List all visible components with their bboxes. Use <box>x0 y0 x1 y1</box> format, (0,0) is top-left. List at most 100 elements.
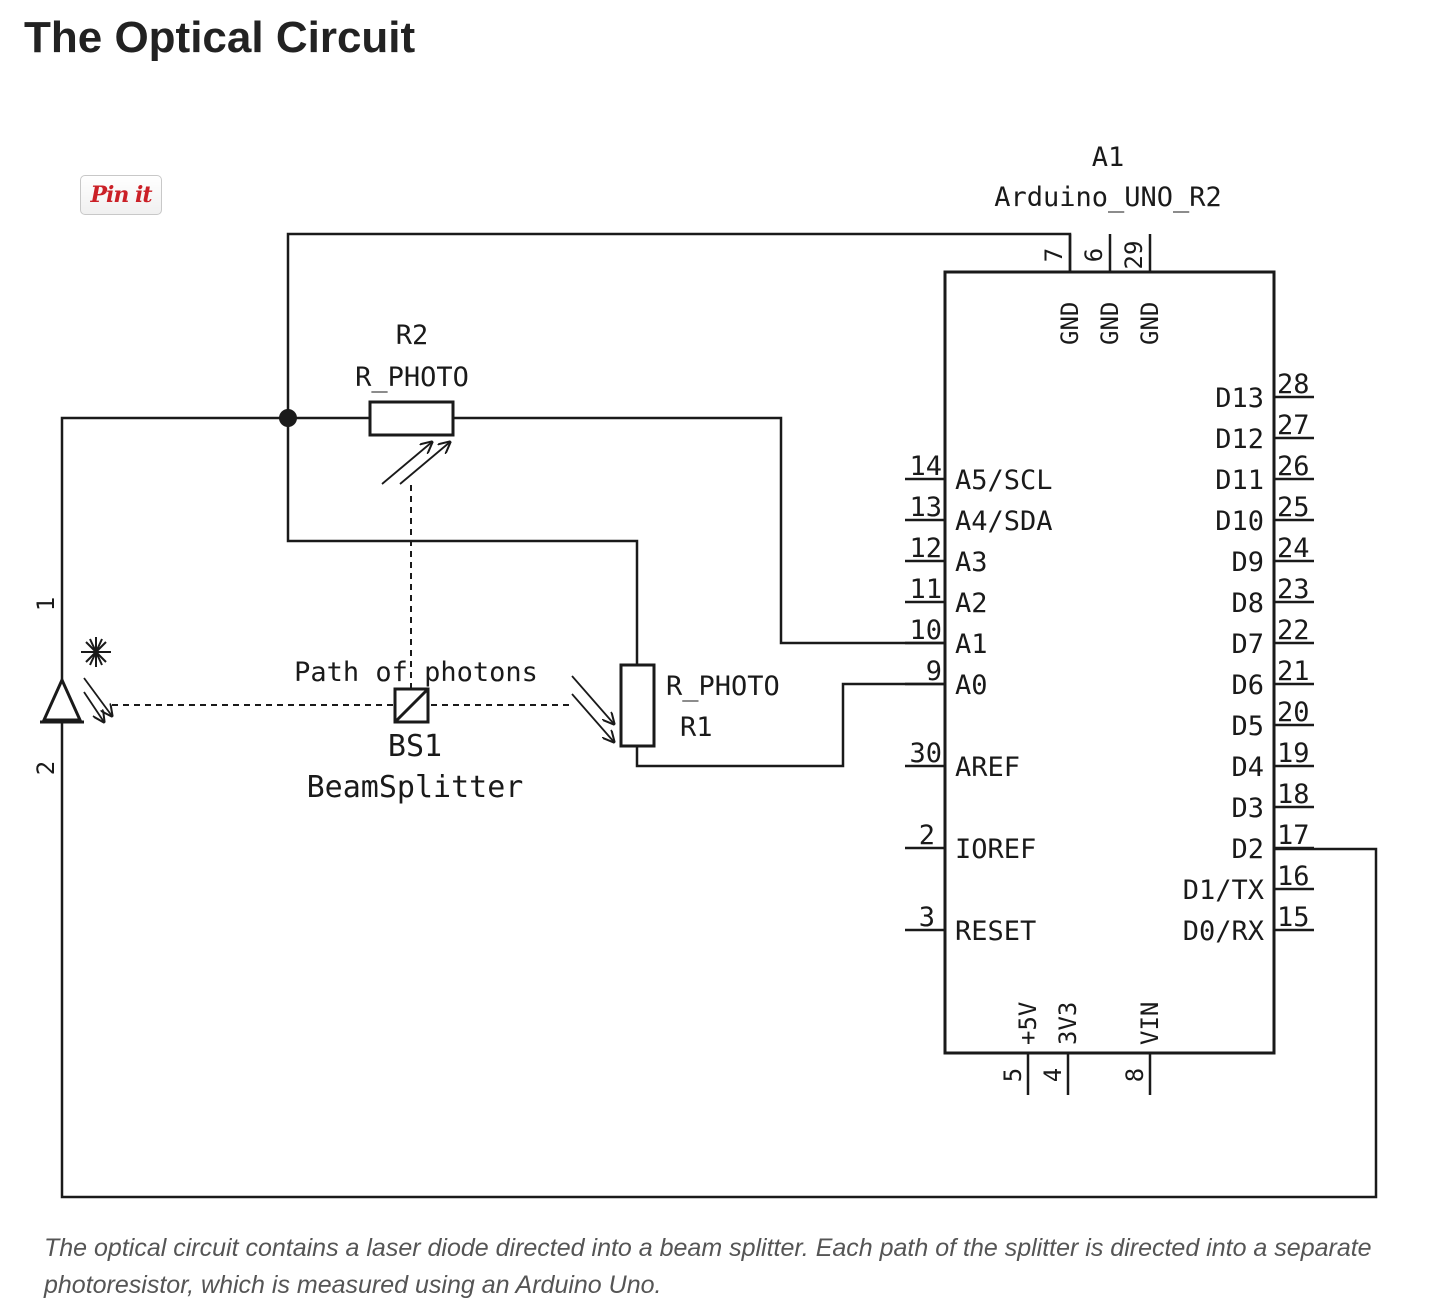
photoresistor-r2: R2 R_PHOTO <box>355 320 469 485</box>
pin-number-4: 4 <box>1039 1068 1067 1082</box>
laser-emission-icon <box>81 637 111 667</box>
r1-value-label: R_PHOTO <box>666 671 780 702</box>
pin-name-gnd-3: GND <box>1136 302 1164 345</box>
pin-number-30: 30 <box>909 738 942 769</box>
pin-it-button[interactable]: Pin it <box>80 175 162 215</box>
wire-d2-to-laser <box>60 722 1378 1199</box>
pin-number-23: 23 <box>1277 574 1310 605</box>
arduino-right-pins: 28 27 26 25 24 23 22 21 20 19 18 17 16 1… <box>1183 369 1314 947</box>
pin-number-8: 8 <box>1121 1068 1149 1082</box>
pin-number-29: 29 <box>1120 241 1148 270</box>
pin-number-16: 16 <box>1277 861 1310 892</box>
laser-diode-triangle <box>41 676 83 722</box>
laser-pin-1-label: 1 <box>32 597 60 611</box>
pin-name-d11: D11 <box>1215 465 1264 496</box>
pin-number-11: 11 <box>909 574 942 605</box>
photon-path-label: Path of photons <box>294 657 538 688</box>
pin-number-10: 10 <box>909 615 942 646</box>
pin-name-d1-tx: D1/TX <box>1183 875 1264 906</box>
pin-number-7: 7 <box>1040 248 1068 262</box>
arduino-uno: A1 Arduino_UNO_R2 7 6 29 GND GND GND <box>905 142 1314 1095</box>
page-title: The Optical Circuit <box>24 13 416 62</box>
arduino-bottom-pins: 5 4 8 +5V 3V3 VIN <box>999 1002 1164 1095</box>
pin-name-a1: A1 <box>955 629 988 660</box>
pin-name-d0-rx: D0/RX <box>1183 916 1264 947</box>
photoresistor-r1: R_PHOTO R1 <box>571 663 780 748</box>
beam-splitter-bs1: BS1 BeamSplitter <box>307 687 523 805</box>
pin-name-3v3: 3V3 <box>1054 1002 1082 1045</box>
pin-number-15: 15 <box>1277 902 1310 933</box>
pin-number-24: 24 <box>1277 533 1310 564</box>
pin-name-d10: D10 <box>1215 506 1264 537</box>
pin-name-reset: RESET <box>955 916 1036 947</box>
pin-number-17: 17 <box>1277 820 1310 851</box>
r2-light-arrow <box>399 442 450 485</box>
pin-number-14: 14 <box>909 451 942 482</box>
laser-diode: 1 2 <box>32 597 112 775</box>
pin-name-d12: D12 <box>1215 424 1264 455</box>
figure-caption: The optical circuit contains a laser dio… <box>44 1234 1372 1299</box>
pin-number-21: 21 <box>1277 656 1310 687</box>
pin-name-gnd-1: GND <box>1056 302 1084 345</box>
pin-name-ioref: IOREF <box>955 834 1036 865</box>
arduino-ref-label: A1 <box>1092 142 1125 173</box>
beam-splitter-ref-label: BS1 <box>388 729 442 764</box>
pin-name-gnd-2: GND <box>1096 302 1124 345</box>
r2-light-arrow <box>381 442 432 485</box>
pin-number-9: 9 <box>926 656 942 687</box>
pin-number-25: 25 <box>1277 492 1310 523</box>
pin-name-a5-scl: A5/SCL <box>955 465 1053 496</box>
pin-name-d4: D4 <box>1231 752 1264 783</box>
pin-name-d6: D6 <box>1231 670 1264 701</box>
pin-number-12: 12 <box>909 533 942 564</box>
arduino-body <box>943 270 1276 1055</box>
pin-name-a4-sda: A4/SDA <box>955 506 1053 537</box>
pin-number-6: 6 <box>1080 248 1108 262</box>
pin-number-18: 18 <box>1277 779 1310 810</box>
arduino-top-pins: 7 6 29 GND GND GND <box>1040 234 1164 345</box>
wire-r2-to-a1 <box>453 416 945 645</box>
r1-light-arrow <box>571 693 614 742</box>
pin-name-d9: D9 <box>1231 547 1264 578</box>
wire-r1-to-a0 <box>635 682 945 768</box>
pin-name-d8: D8 <box>1231 588 1264 619</box>
pin-number-22: 22 <box>1277 615 1310 646</box>
pin-number-5: 5 <box>999 1068 1027 1082</box>
pin-number-20: 20 <box>1277 697 1310 728</box>
arduino-value-label: Arduino_UNO_R2 <box>994 182 1222 213</box>
photon-paths <box>112 485 570 706</box>
wire-junction-dot <box>279 409 297 427</box>
pin-number-13: 13 <box>909 492 942 523</box>
wires <box>60 232 1378 1199</box>
laser-light-arrow <box>83 691 104 722</box>
pin-number-26: 26 <box>1277 451 1310 482</box>
r1-light-arrow <box>571 675 614 724</box>
pin-name-a2: A2 <box>955 588 988 619</box>
r1-body <box>619 663 656 748</box>
laser-pin-2-label: 2 <box>32 761 60 775</box>
pin-name-a0: A0 <box>955 670 988 701</box>
pin-name-d7: D7 <box>1231 629 1264 660</box>
wire-laser-top <box>60 416 288 680</box>
pin-name-d13: D13 <box>1215 383 1264 414</box>
pin-name-aref: AREF <box>955 752 1020 783</box>
pin-number-27: 27 <box>1277 410 1310 441</box>
arduino-left-pins: 14 13 12 11 10 9 30 2 3 A5/SCL A4/SDA A3… <box>905 451 1053 947</box>
pin-number-19: 19 <box>1277 738 1310 769</box>
pin-name-a3: A3 <box>955 547 988 578</box>
pin-number-28: 28 <box>1277 369 1310 400</box>
beam-splitter-mirror <box>393 687 430 724</box>
pin-number-3: 3 <box>919 902 935 933</box>
pin-number-2: 2 <box>919 820 935 851</box>
pin-name-5v: +5V <box>1014 1002 1042 1045</box>
pin-name-vin: VIN <box>1136 1002 1164 1045</box>
laser-light-arrow <box>83 677 112 716</box>
pin-name-d3: D3 <box>1231 793 1264 824</box>
r1-ref-label: R1 <box>680 712 713 743</box>
r2-value-label: R_PHOTO <box>355 362 469 393</box>
pin-name-d2: D2 <box>1231 834 1264 865</box>
r2-body <box>368 400 455 437</box>
r2-ref-label: R2 <box>396 320 429 351</box>
optical-circuit-schematic: A1 Arduino_UNO_R2 7 6 29 GND GND GND <box>32 142 1378 1199</box>
pin-name-d5: D5 <box>1231 711 1264 742</box>
